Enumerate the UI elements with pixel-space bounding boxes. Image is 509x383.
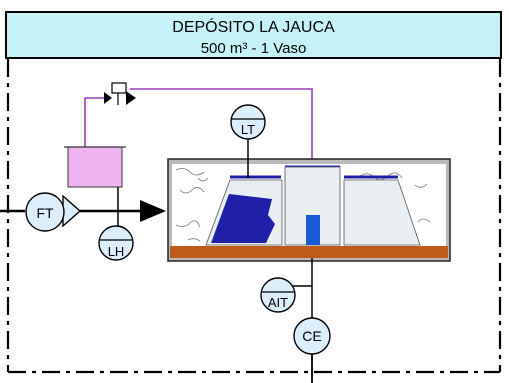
control-valve-icon: [104, 82, 136, 105]
main-reservoir: [167, 158, 451, 262]
signal-lines: [84, 88, 313, 164]
ft-label: FT: [36, 205, 54, 221]
diagram-title: DEPÓSITO LA JAUCA: [172, 19, 335, 36]
head-tank: [64, 146, 126, 188]
tank-level-transmitter: LT: [230, 104, 266, 140]
title-box: DEPÓSITO LA JAUCA 500 m³ - 1 Vaso: [5, 11, 502, 59]
ait-label: AIT: [268, 295, 288, 310]
conductivity-element: CE: [293, 317, 331, 355]
inlet-level-instrument: LH: [98, 225, 134, 261]
lt-label: LT: [241, 122, 255, 137]
flow-transmitter: FT: [25, 192, 82, 232]
diagram-subtitle: 500 m³ - 1 Vaso: [200, 40, 307, 57]
flow-arrow-icon: [140, 200, 166, 222]
lh-label: LH: [108, 244, 125, 259]
ce-label: CE: [302, 328, 321, 344]
station-boundary: [6, 59, 502, 374]
analyzer-transmitter: AIT: [260, 277, 296, 313]
